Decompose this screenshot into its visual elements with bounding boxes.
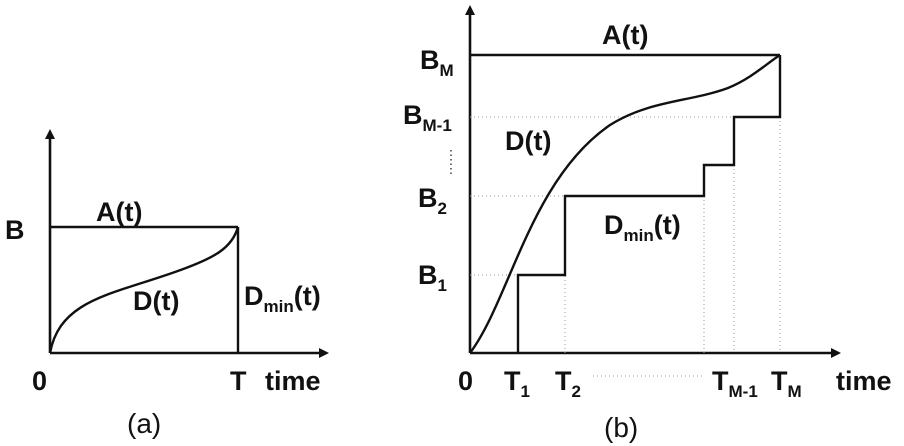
panel-b-dmin-main: D (604, 210, 624, 240)
panel-b-tm1-sub: M-1 (728, 382, 758, 401)
panel-b-b1-sub: 1 (437, 276, 447, 295)
panel-b-t2-sub: 2 (571, 382, 581, 401)
panel-a-y-tick-b: B (5, 215, 25, 245)
panel-b-x-tick-tm: TM (771, 366, 802, 401)
panel-a-x-axis-label: time (265, 366, 321, 396)
panel-b-y-tick-b1: B1 (418, 260, 447, 295)
panel-b-dmin-sub: min (623, 226, 654, 245)
panel-a-x-tick-t: T (230, 366, 247, 396)
panel-b-caption: (b) (604, 412, 639, 443)
panel-a-departure-label: D(t) (133, 286, 180, 316)
panel-b-t1-main: T (504, 366, 521, 396)
panel-b-bm-main: B (420, 45, 440, 75)
panel-a-dmin-sub: min (263, 297, 294, 316)
panel-b-t1-sub: 1 (520, 382, 530, 401)
panel-b-bm-sub: M (439, 61, 454, 80)
panel-b-y-tick-b2: B2 (418, 183, 447, 218)
panel-b-x-tick-t1: T1 (504, 366, 530, 401)
panel-b-x-tick-t2: T2 (555, 366, 581, 401)
panel-b-x-axis-label: time (836, 366, 892, 396)
panel-b-departure-curve (469, 53, 781, 354)
panel-b-arrival-label: A(t) (602, 20, 649, 50)
panel-a-dmin-main: D (244, 281, 264, 311)
panel-b-bm1-sub: M-1 (422, 116, 452, 135)
panel-b-y-tick-bm: BM (420, 45, 454, 80)
panel-b-departure-label: D(t) (505, 126, 552, 156)
panel-b-dmin-tail: (t) (653, 210, 681, 240)
panel-b-b2-sub: 2 (437, 199, 447, 218)
panel-b-staircase-curve (516, 55, 782, 353)
panel-a-x-tick-0: 0 (32, 366, 48, 396)
panel-a-graph (45, 129, 329, 358)
panel-b-t2-main: T (555, 366, 572, 396)
panel-b-bm1-main: B (403, 100, 423, 130)
panel-a-arrival-label: A(t) (96, 197, 143, 227)
panel-a-departure-curve (48, 226, 240, 354)
panel-b-tm1-main: T (712, 366, 729, 396)
panel-b-x-tick-tm1: TM-1 (712, 366, 758, 401)
panel-a-dmin-tail: (t) (293, 281, 321, 311)
panel-b-y-tick-bm1: BM-1 (403, 100, 452, 135)
panel-b-b1-main: B (418, 260, 438, 290)
panel-a-dmin-label: Dmin(t) (244, 281, 321, 316)
panel-b-tm-main: T (771, 366, 788, 396)
panel-b-graph (450, 5, 841, 377)
panel-b-x-tick-0: 0 (458, 366, 474, 396)
panel-a-caption: (a) (127, 408, 162, 439)
panel-b-tm-sub: M (787, 382, 802, 401)
panel-b-b2-main: B (418, 183, 438, 213)
panel-b-dmin-label: Dmin(t) (604, 210, 681, 245)
